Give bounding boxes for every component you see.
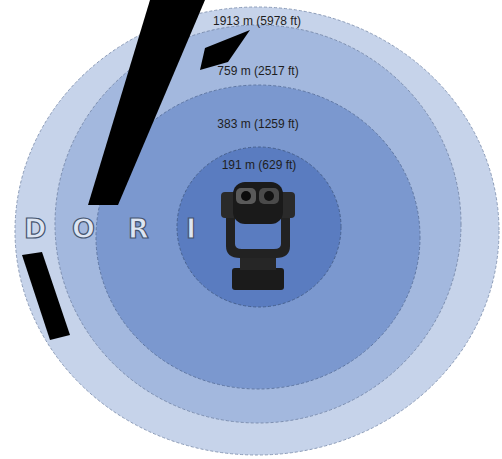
dori-letter: I	[186, 214, 196, 244]
watermark-strokes	[22, 0, 250, 340]
distance-label: 1913 m (5978 ft)	[213, 14, 301, 28]
dori-letter: O	[72, 214, 95, 244]
distance-label: 759 m (2517 ft)	[217, 64, 298, 78]
distance-label: 383 m (1259 ft)	[217, 117, 298, 131]
range-label-row: 759 m (2517 ft)	[54, 64, 462, 78]
range-label-row: 191 m (629 ft)	[176, 158, 342, 172]
range-label-row: 383 m (1259 ft)	[95, 117, 421, 131]
range-label-row: 1913 m (5978 ft)	[14, 14, 500, 28]
distance-label: 191 m (629 ft)	[222, 158, 297, 172]
ptz-camera	[221, 182, 295, 290]
dori-letter: R	[128, 214, 149, 244]
dori-letter: D	[24, 214, 46, 244]
